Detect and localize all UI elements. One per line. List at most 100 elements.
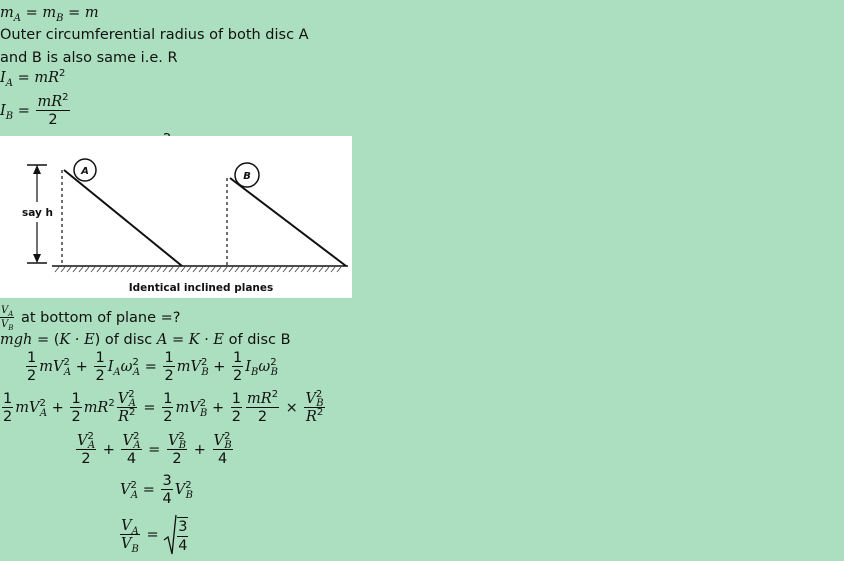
fraction-part: VA [120, 517, 140, 537]
math-token: + [47, 400, 69, 416]
denominator: 2 [48, 112, 58, 128]
disc-a-label: A [80, 166, 89, 177]
math-token: B [251, 366, 259, 378]
fraction-part: VB [0, 318, 14, 332]
math-token: 1 [230, 390, 243, 408]
math-token: 2 [164, 368, 174, 384]
math-token: ω [258, 359, 271, 375]
math-token: 4 [162, 491, 172, 507]
math-token: V [189, 400, 200, 416]
math-token: 2 [128, 388, 135, 400]
math-token: 2 [130, 480, 137, 492]
math-token: 1 [163, 349, 175, 367]
math-token: B [185, 489, 193, 501]
radical-sign-icon [163, 514, 177, 555]
radius-text-line-1: Outer circumferential radius of both dis… [0, 27, 309, 43]
math-token: A [39, 407, 48, 419]
mr-term: mR [34, 70, 60, 86]
fraction-part: V2A [121, 431, 142, 452]
math-token: 2 [108, 398, 115, 410]
fraction-part: R2 [305, 408, 324, 425]
math-token: m [15, 400, 29, 416]
math-token: = [143, 442, 165, 458]
math-token: = [138, 482, 160, 498]
math-token: B [201, 366, 209, 378]
moment-of-inertia-a: IA = mR2 [0, 69, 65, 89]
fraction-part: V2B [212, 431, 233, 451]
math-token: 2 [71, 409, 81, 425]
math-token: V [121, 517, 132, 534]
math-token: 1 [26, 349, 38, 367]
math-token: 1 [162, 390, 174, 408]
math-token: B [178, 440, 187, 452]
math-token: = [138, 400, 161, 416]
math-token: A [128, 398, 136, 410]
math-token: A [63, 366, 72, 378]
math-token: 2 [315, 388, 323, 400]
math-token: R [305, 409, 317, 425]
equals-open: = ( [32, 332, 60, 348]
math-token: + [71, 359, 93, 375]
math-token: ω [120, 359, 133, 375]
height-label: say h [22, 207, 53, 219]
fraction-part: VB [120, 535, 140, 555]
math-token: + [207, 400, 229, 416]
superscript-2: 2 [62, 91, 69, 103]
math-token: 2 [231, 409, 242, 425]
subscript-b: B [56, 12, 64, 24]
mass-a: m [0, 5, 14, 21]
math-token: A [131, 525, 139, 537]
math-token: 1 [70, 390, 82, 408]
disc-b [234, 162, 260, 188]
subscript-b: B [8, 324, 14, 332]
equals-sign: = [13, 103, 35, 119]
math-token: 2 [132, 357, 139, 369]
math-token: 2 [27, 368, 37, 384]
math-token: m [39, 359, 53, 375]
disc-a [73, 158, 97, 182]
math-token: V [305, 390, 316, 407]
subscript-b: B [5, 110, 14, 122]
inclined-planes-figure: say h A B Identical inclined planes [0, 136, 352, 298]
math-token: A [87, 440, 96, 452]
mgh-term: mgh [0, 332, 33, 348]
math-token: V [121, 536, 132, 552]
math-token: 2 [233, 368, 243, 384]
math-token: 4 [126, 451, 137, 467]
math-token: V [77, 432, 88, 449]
fraction-part: V2B [166, 430, 188, 452]
plane-a-incline [63, 169, 183, 267]
math-token: × [281, 400, 303, 416]
math-token: 2 [199, 398, 207, 410]
math-token: 2 [129, 407, 136, 419]
inertia-symbol: I [0, 103, 6, 119]
arrow-down-icon [33, 254, 41, 263]
math-token: 2 [87, 430, 94, 442]
math-token: 2 [316, 407, 324, 419]
math-token: mR [247, 390, 272, 407]
math-token: m [176, 359, 191, 375]
disc-b-label: B [243, 171, 251, 182]
inclined-planes-diagram: say h A B Identical inclined planes [22, 158, 348, 294]
close-paren: ) [94, 332, 101, 348]
math-token: A [133, 440, 141, 452]
math-token: 2 [271, 388, 279, 400]
math-token: 2 [178, 430, 185, 442]
